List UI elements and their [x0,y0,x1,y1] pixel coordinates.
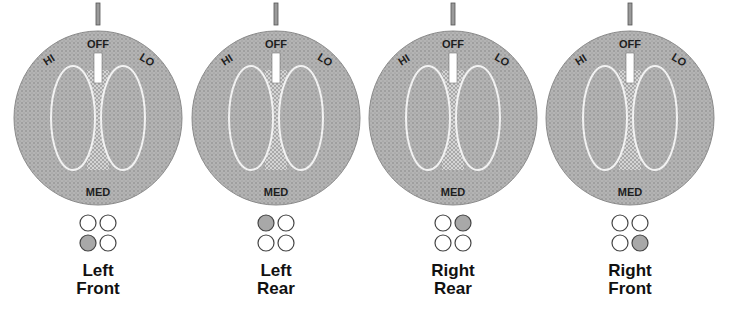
control-knob: HIOFFLOMED [368,30,538,206]
control-knob: HIOFFLOMED [13,30,183,206]
setting-label: OFF [265,39,287,50]
burner-position-label: Left Rear [241,262,311,298]
burner-indicator [80,215,648,251]
setting-label: MED [441,187,465,198]
burner-position-label: Right Front [595,262,665,298]
burner-position-label: Left Front [63,262,133,298]
burner-position-label: Right Rear [418,262,488,298]
setting-label: OFF [87,39,109,50]
knob-dial [368,30,538,206]
control-knob: HIOFFLOMED [545,30,715,206]
setting-label: OFF [442,39,464,50]
knob-dial [13,30,183,206]
setting-label: OFF [619,39,641,50]
control-knob: HIOFFLOMED [191,30,361,206]
setting-label: MED [86,187,110,198]
knob-dial [191,30,361,206]
setting-label: MED [618,187,642,198]
index-tick [96,3,632,25]
setting-label: MED [264,187,288,198]
knob-dial [545,30,715,206]
